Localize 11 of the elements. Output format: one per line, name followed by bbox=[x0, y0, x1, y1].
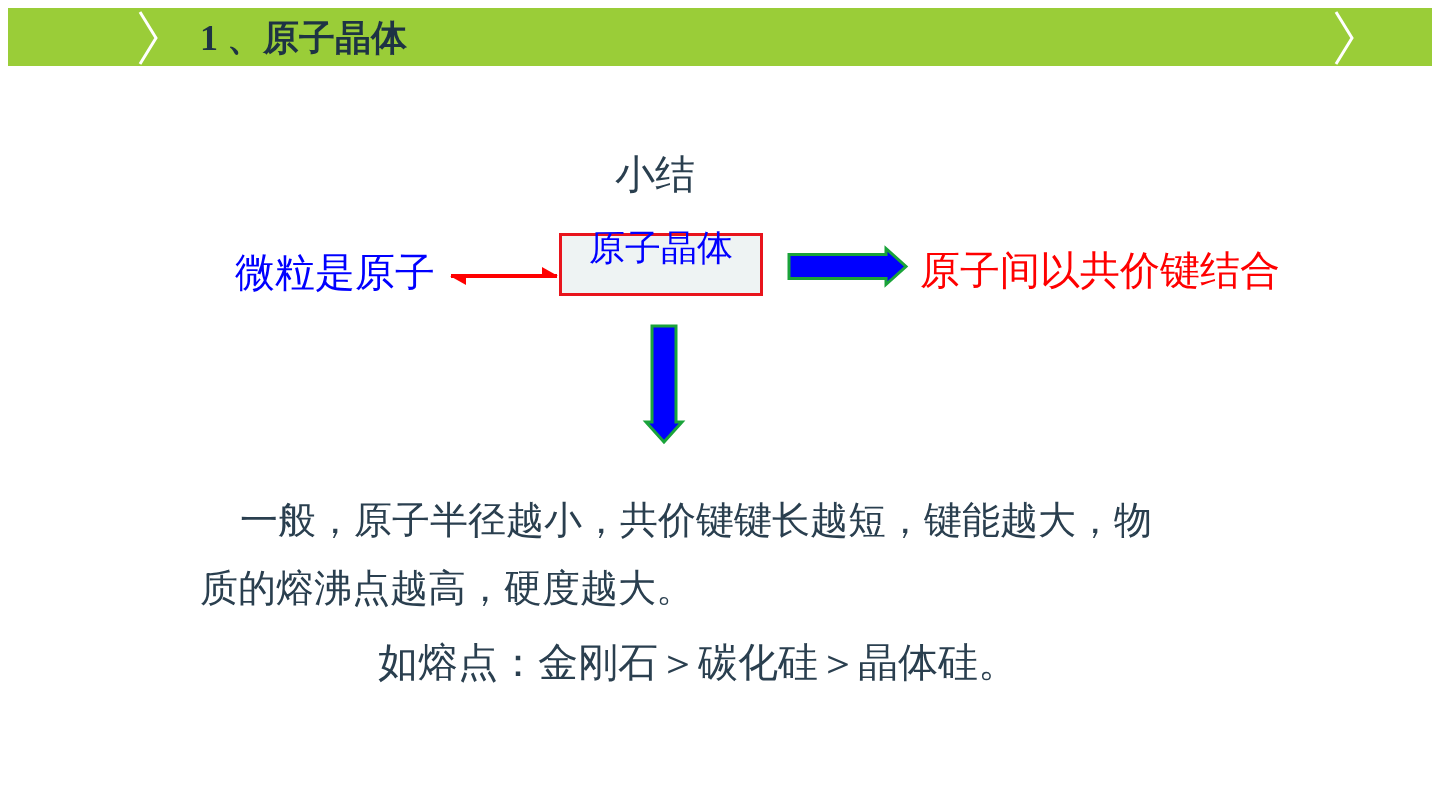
node-text: 微粒是原子 bbox=[235, 248, 436, 297]
note-text: 如熔点：金刚石＞碳化硅＞晶体硅。 bbox=[378, 638, 1018, 687]
equilibrium-arrow bbox=[450, 267, 558, 285]
block-arrow bbox=[642, 324, 686, 445]
node-text: 原子晶体 bbox=[588, 226, 734, 270]
node-text: 原子间以共价键结合 bbox=[920, 246, 1281, 295]
paragraph: 一般，原子半径越小，共价键键长越短，键能越大，物质的熔沸点越高，硬度越大。 bbox=[200, 497, 1153, 612]
heading-text: 小结 bbox=[615, 150, 695, 199]
process-box bbox=[559, 233, 763, 296]
slide-title: 1 、原子晶体 bbox=[200, 17, 407, 60]
block-arrow bbox=[787, 245, 909, 288]
